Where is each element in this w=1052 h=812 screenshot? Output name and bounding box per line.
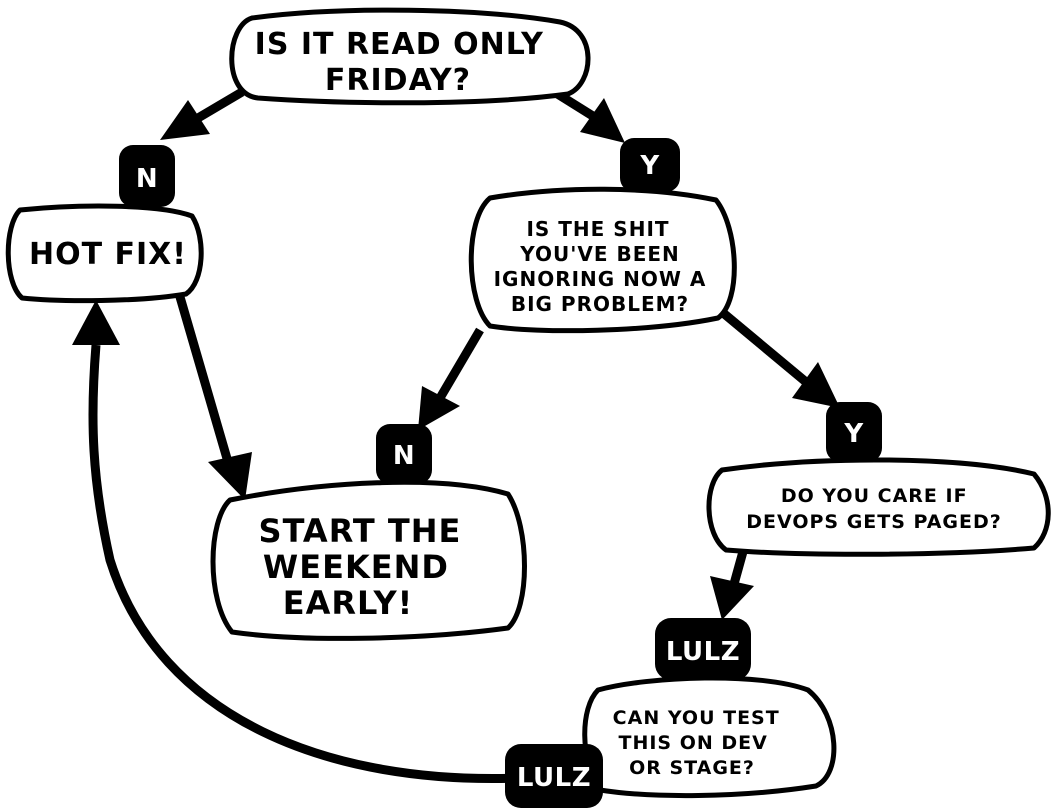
edge-hotfix-to-weekend: [173, 288, 252, 500]
badge-label: LULZ: [666, 637, 740, 667]
node-ignoring-problem: IS THE SHIT YOU'VE BEEN IGNORING NOW A B…: [468, 186, 737, 334]
badge-shape: [655, 618, 751, 680]
node-text: START THE WEEKEND EARLY!: [259, 512, 474, 622]
badge-shape: [119, 145, 175, 207]
edges: [72, 84, 840, 783]
node-line: DO YOU CARE IF: [781, 485, 968, 507]
badge-q2-yes: Y: [826, 402, 882, 462]
node-line: YOU'VE BEEN: [519, 242, 680, 266]
badge-q1-yes: Y: [620, 138, 680, 192]
node-hot-fix: HOT FIX!: [5, 203, 204, 304]
node-text: IS IT READ ONLY FRIDAY?: [255, 27, 556, 98]
node-start-weekend: START THE WEEKEND EARLY!: [210, 479, 527, 641]
arrowhead: [792, 362, 840, 408]
badge-q3-lulz: LULZ: [655, 618, 751, 680]
node-line: START THE: [259, 512, 462, 550]
node-text: DO YOU CARE IF DEVOPS GETS PAGED?: [746, 485, 1002, 533]
badge-q1-no: N: [119, 145, 175, 207]
edge-line: [173, 288, 233, 464]
badge-shape: [620, 138, 680, 192]
badge-q4-lulz: LULZ: [505, 744, 603, 808]
node-line: WEEKEND: [263, 548, 449, 586]
arrowhead: [418, 386, 460, 430]
badge-label: LULZ: [517, 763, 591, 793]
badge-q2-no: N: [376, 424, 432, 484]
badge-label: N: [136, 164, 158, 194]
edge-line: [436, 327, 484, 401]
badge-shape: [376, 424, 432, 484]
node-text: CAN YOU TEST THIS ON DEV OR STAGE?: [613, 707, 788, 779]
badge-label: N: [393, 441, 415, 471]
edge-problem-to-yes: [719, 308, 840, 408]
node-text: IS THE SHIT YOU'VE BEEN IGNORING NOW A B…: [494, 217, 715, 316]
node-line: EARLY!: [283, 584, 413, 622]
arrowhead: [580, 98, 625, 143]
node-shape: [706, 457, 1051, 557]
node-shape: [229, 7, 591, 106]
node-read-only-friday: IS IT READ ONLY FRIDAY?: [229, 7, 591, 106]
node-line: OR STAGE?: [629, 757, 755, 779]
node-line: HOT FIX!: [29, 237, 187, 272]
arrowhead: [160, 100, 210, 140]
edge-line: [195, 88, 245, 122]
node-line: IS THE SHIT: [526, 217, 669, 241]
edge-devops-to-lulz: [710, 546, 754, 620]
node-test-dev-stage: CAN YOU TEST THIS ON DEV OR STAGE?: [582, 675, 837, 799]
node-line: FRIDAY?: [325, 63, 471, 98]
node-line: IGNORING NOW A: [494, 267, 707, 291]
edge-line: [719, 308, 809, 386]
badge-label: Y: [639, 151, 660, 181]
node-line: DEVOPS GETS PAGED?: [746, 511, 1002, 533]
edge-line: [729, 546, 749, 586]
edge-problem-to-no: [418, 327, 484, 430]
node-line: IS IT READ ONLY: [255, 27, 544, 62]
node-line: BIG PROBLEM?: [511, 292, 689, 316]
arrowhead: [72, 300, 120, 345]
badge-label: Y: [843, 419, 864, 449]
arrowhead: [710, 576, 754, 620]
edge-line: [88, 344, 521, 783]
badge-shape: [826, 402, 882, 462]
edge-lulz-to-hotfix: [72, 300, 521, 783]
node-line: THIS ON DEV: [619, 732, 768, 754]
node-devops-paged: DO YOU CARE IF DEVOPS GETS PAGED?: [706, 457, 1051, 557]
edge-friday-to-no: [160, 88, 245, 140]
node-text: HOT FIX!: [29, 237, 187, 272]
arrowhead: [208, 452, 252, 500]
node-line: CAN YOU TEST: [613, 707, 780, 729]
badge-shape: [505, 744, 603, 808]
